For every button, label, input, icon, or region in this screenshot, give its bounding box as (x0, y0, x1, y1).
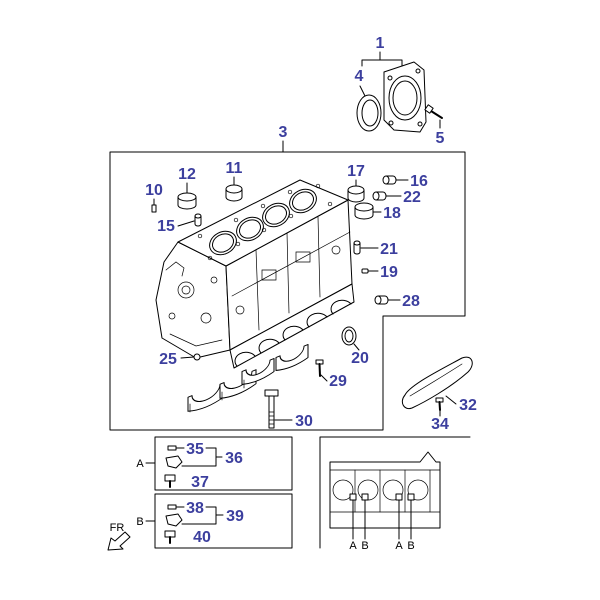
part-35 (167, 445, 177, 451)
callout-18: 18 (383, 205, 401, 222)
bolt-37 (164, 474, 176, 488)
callout-36: 36 (225, 450, 243, 467)
part-25 (193, 353, 201, 361)
leader-line-4 (359, 85, 366, 97)
detail-b-label: B (136, 516, 143, 528)
section-marker: B (361, 540, 368, 552)
callout-30: 30 (295, 413, 313, 430)
rear-oil-seal (356, 94, 382, 132)
deck-bolt-holes (197, 183, 333, 261)
callout-34: 34 (431, 416, 449, 433)
section-marker: B (407, 540, 414, 552)
callout-20: 20 (351, 350, 369, 367)
bolt-40 (164, 530, 176, 544)
plug-16 (382, 175, 397, 185)
plug-cap-17 (347, 185, 365, 203)
housing-bolt (424, 104, 443, 119)
bearing-cap (219, 369, 257, 399)
part-19 (361, 268, 369, 274)
jet-marker (361, 493, 369, 501)
plug-cap-18 (354, 202, 374, 220)
callout-10: 10 (145, 182, 163, 199)
callout-22: 22 (403, 189, 421, 206)
oil-jet-plug-10 (151, 204, 157, 213)
callout-28: 28 (402, 293, 420, 310)
detail-a-parts (164, 445, 223, 488)
cover-plate-32 (401, 356, 473, 410)
callouts: 1 4 5 3 11 12 10 17 16 22 18 15 21 19 28… (145, 35, 477, 546)
jet-marker (407, 493, 415, 501)
callout-17: 17 (347, 163, 365, 180)
callout-38: 38 (186, 500, 204, 517)
oil-jet-39 (165, 513, 183, 527)
plug-cap-12 (177, 192, 197, 210)
cylinder-bores (209, 188, 317, 256)
callout-21: 21 (380, 241, 398, 258)
rear-oil-seal-housing (383, 61, 427, 133)
main-bearing-bolt-30 (264, 389, 279, 429)
leader-lines (153, 51, 457, 421)
front-face-details (165, 261, 223, 347)
callout-19: 19 (380, 264, 398, 281)
plug-cap-11 (225, 184, 243, 202)
callout-16: 16 (410, 173, 428, 190)
leader-line-15 (177, 220, 195, 227)
plug-15 (194, 213, 202, 227)
jet-marker (349, 493, 357, 501)
bolt-34 (435, 397, 444, 411)
callout-11: 11 (226, 160, 243, 177)
callout-12: 12 (178, 166, 196, 183)
bearing-cap (241, 357, 275, 386)
bearing-saddles (234, 299, 352, 367)
callout-29: 29 (329, 373, 347, 390)
callout-39: 39 (226, 508, 244, 525)
block-assembly-frame (109, 151, 466, 431)
bearing-cap (275, 343, 309, 372)
section-marker: A (349, 540, 357, 552)
detail-a-label: A (136, 458, 144, 470)
callout-1: 1 (376, 35, 385, 52)
leader-line-29 (320, 374, 328, 382)
direction-label: FR (110, 522, 125, 534)
fr-arrow-icon (107, 531, 131, 551)
callout-35: 35 (186, 441, 204, 458)
section-view-frame (319, 436, 471, 549)
part-38 (167, 504, 177, 510)
leader-line-20 (353, 343, 360, 351)
cylinder-block (155, 179, 355, 369)
block-section-view (329, 451, 441, 540)
dowel-pin-21 (353, 240, 361, 255)
callout-3: 3 (279, 124, 288, 141)
section-marker: A (395, 540, 403, 552)
leader-line-1 (361, 51, 403, 67)
oil-jet-36 (165, 455, 183, 469)
bolt-29 (315, 359, 324, 377)
leader-line-25 (180, 356, 195, 359)
callout-4: 4 (355, 68, 364, 85)
block-ribs (231, 216, 351, 331)
bearing-cap (187, 382, 225, 412)
callout-25: 25 (159, 351, 177, 368)
callout-40: 40 (193, 529, 211, 546)
plug-22 (372, 191, 387, 201)
seal-20 (341, 326, 357, 346)
callout-32: 32 (459, 397, 477, 414)
callout-37: 37 (191, 474, 209, 491)
detail-b-parts (164, 504, 224, 544)
plug-28 (374, 295, 389, 305)
callout-5: 5 (436, 130, 445, 147)
main-bearing-caps (187, 343, 309, 413)
leader-line-32 (445, 395, 457, 405)
jet-marker (395, 493, 403, 501)
callout-15: 15 (157, 218, 175, 235)
